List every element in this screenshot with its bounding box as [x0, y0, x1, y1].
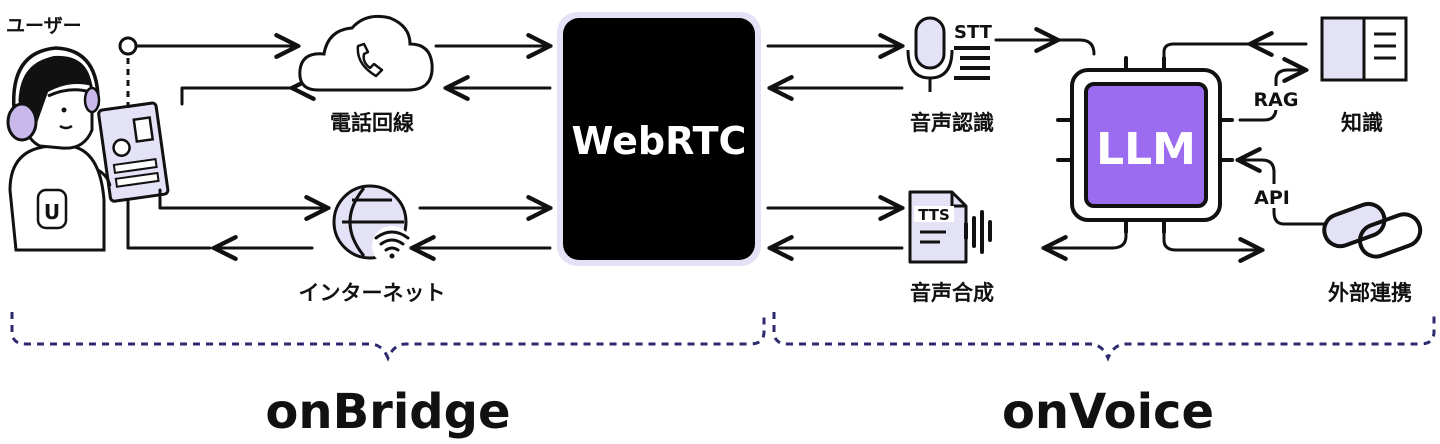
wifi-icon [374, 230, 410, 259]
link-icon [1322, 201, 1423, 259]
llm-label: LLM [1096, 124, 1196, 175]
book-icon [1320, 16, 1408, 82]
webrtc-node: WebRTC [557, 12, 761, 266]
internet-label: インターネット [299, 281, 446, 305]
tts-node: TTS 音声合成 [908, 190, 994, 305]
stt-label: 音声認識 [910, 111, 994, 135]
user-connection-node [118, 36, 138, 56]
sound-wave-icon [964, 210, 992, 254]
internet-node: インターネット [299, 184, 446, 305]
onvoice-brace [772, 312, 1436, 362]
external-label: 外部連携 [1328, 281, 1412, 305]
phone-line-label: 電話回線 [330, 111, 414, 135]
user-illustration: ユーザー U [6, 15, 170, 252]
external-node: 外部連携 [1322, 201, 1423, 305]
phone-icon [356, 42, 384, 78]
onvoice-label: onVoice [1002, 384, 1214, 440]
tts-tag: TTS [918, 206, 950, 224]
microphone-icon [906, 16, 954, 92]
knowledge-node: 知識 [1320, 16, 1408, 135]
tts-label: 音声合成 [910, 281, 994, 305]
text-lines-icon [954, 46, 990, 80]
webrtc-inbound-edges [412, 46, 550, 248]
llm-node: LLM [1056, 56, 1234, 234]
user-edges [126, 46, 328, 248]
knowledge-label: 知識 [1341, 111, 1383, 135]
onbridge-label: onBridge [265, 384, 510, 440]
onbridge-brace [10, 312, 766, 362]
webrtc-outbound-edges [766, 46, 902, 248]
phone-line-node: 電話回線 [298, 14, 434, 135]
rag-edge-label: RAG [1254, 89, 1299, 111]
webrtc-label: WebRTC [572, 119, 747, 163]
user-badge: U [44, 200, 60, 224]
stt-tag: STT [954, 22, 993, 43]
stt-node: STT 音声認識 [906, 16, 994, 135]
user-label: ユーザー [6, 15, 82, 37]
document-icon [908, 190, 968, 264]
api-edge-label: API [1254, 187, 1290, 209]
